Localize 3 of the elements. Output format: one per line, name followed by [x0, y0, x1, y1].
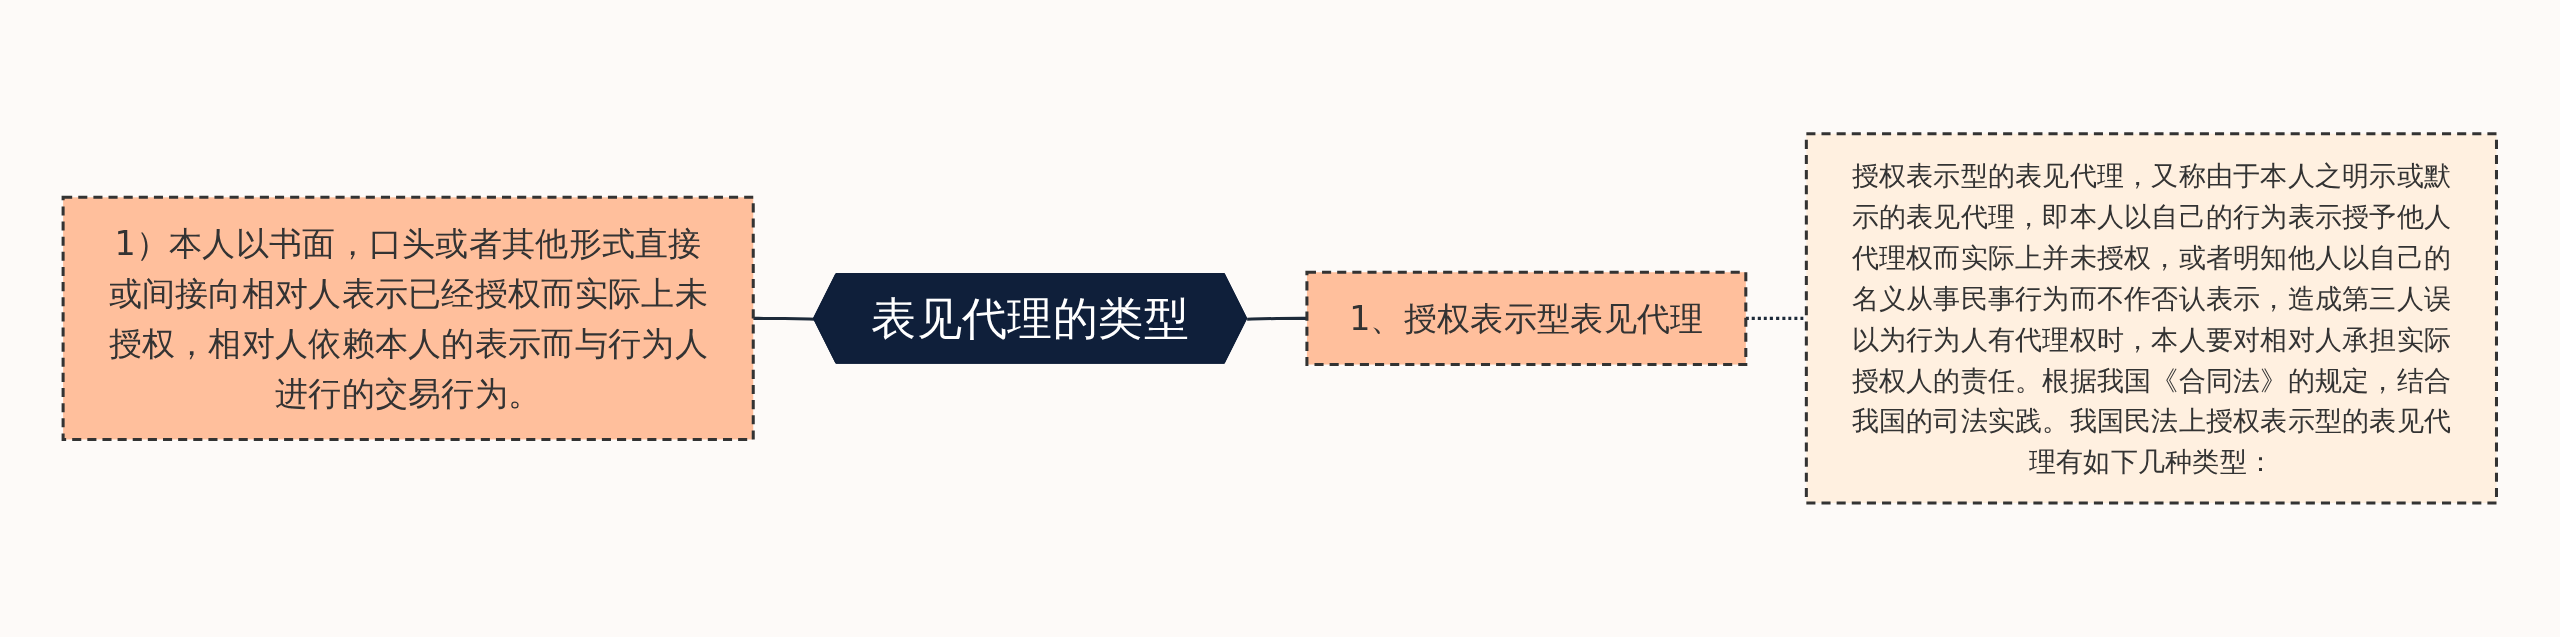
node-box: 1、授权表示型表见代理 — [1305, 270, 1748, 367]
node-box: 1）本人以书面，口头或者其他形式直接或间接向相对人表示已经授权而实际上未授权，相对人依赖本人的表示而与行为人进行的交易行为。 — [61, 195, 755, 442]
node-box: 授权表示型的表见代理，又称由于本人之明示或默示的表见代理，即本人以自己的行为表示授予他人代理权而实际上并未授权，或者明知他人以自己的名义从事民事行为而不作否认表示，造成第三人误以为行为人有代理权时，本人要对相对人承担实际授权人的责任。根据我国《合同法》的规定，结合我国的司法实践。我国民法上授权表示型的表见代理有如下几种类型： — [1805, 132, 2499, 505]
